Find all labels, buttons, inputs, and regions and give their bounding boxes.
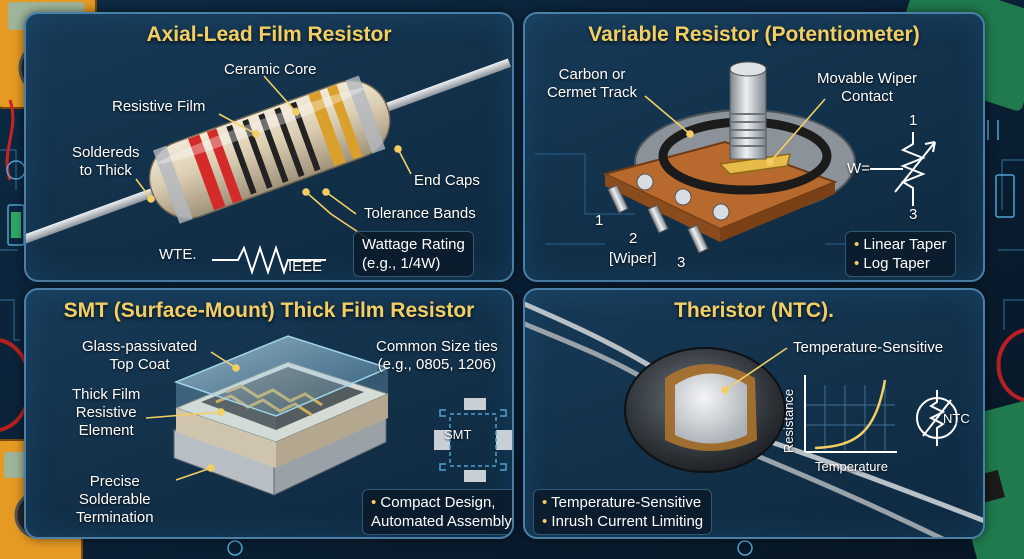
end-caps-label: End Caps [414, 172, 480, 190]
track-label: Carbon or Cermet Track [547, 66, 637, 102]
wiper-label: Movable Wiper Contact [817, 70, 917, 106]
potentiometer-symbol-icon [870, 132, 935, 206]
axial-title: Axial-Lead Film Resistor [26, 23, 512, 47]
tolerance-bands-label: Tolerance Bands [364, 205, 476, 223]
symbol-left-label: WTE. [159, 246, 197, 264]
symbol-w-label: W= [847, 160, 870, 178]
element-label: Thick Film Resistive Element [72, 386, 140, 440]
thermistor-panel: Theristor (NTC). Temperature-Sensitive R… [523, 288, 985, 539]
axial-resistor-panel: Axial-Lead Film Resistor Ceramic Core Re… [24, 12, 514, 282]
smt-features-callout: • Compact Design, Automated Assembly [362, 489, 514, 535]
smt-icon-label: SMT [444, 426, 471, 444]
lead-wire [525, 320, 655, 385]
ntc-element [675, 374, 747, 444]
ntc-title: Theristor (NTC). [525, 299, 983, 323]
x-axis-label: Temperature [815, 458, 888, 476]
size-label: Common Size ties (e.g., 0805, 1206) [376, 338, 498, 374]
ceramic-core-label: Ceramic Core [224, 61, 317, 79]
smt-title: SMT (Surface-Mount) Thick Film Resistor [26, 299, 512, 323]
pin2-note-label: [Wiper] [609, 250, 657, 268]
symbol-right-label: IEEE [288, 258, 322, 276]
symbol-bottom-label: 3 [909, 206, 917, 224]
smt-resistor-panel: SMT (Surface-Mount) Thick Film Resistor … [24, 288, 514, 539]
temp-sensitive-label: Temperature-Sensitive [793, 339, 943, 357]
y-axis-label: Resistance [780, 389, 798, 453]
pin2-label: 2 [629, 230, 637, 248]
symbol-top-label: 1 [909, 112, 917, 130]
ntc-symbol-label: NTC [943, 410, 970, 428]
pin3-label: 3 [677, 254, 685, 272]
resistive-film-label: Resistive Film [112, 98, 205, 116]
coat-label: Glass-passivated Top Coat [82, 338, 197, 374]
soldered-label: Soldereds to Thick [72, 144, 140, 180]
resistance-temperature-graph [805, 375, 897, 452]
wattage-callout: Wattage Rating (e.g., 1/4W) [353, 231, 474, 277]
pin1-label: 1 [595, 212, 603, 230]
taper-callout: • Linear Taper • Log Taper [845, 231, 956, 277]
termination-label: Precise Solderable Termination [76, 473, 154, 527]
potentiometer-panel: Variable Resistor (Potentiometer) Carbon… [523, 12, 985, 282]
ntc-features-callout: • Temperature-Sensitive • Inrush Current… [533, 489, 712, 535]
pot-title: Variable Resistor (Potentiometer) [525, 23, 983, 47]
